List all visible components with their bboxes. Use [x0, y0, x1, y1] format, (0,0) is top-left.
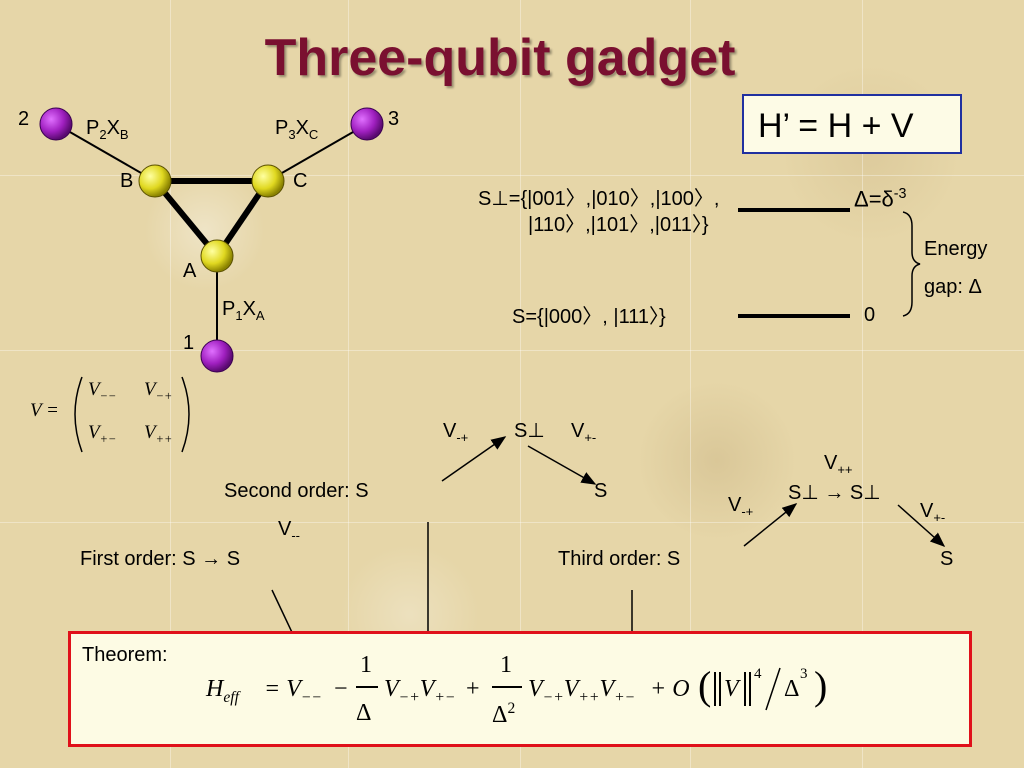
- theorem-box: [68, 631, 972, 747]
- third-order-label: Third order: S: [558, 548, 681, 570]
- tile-divider: [862, 0, 863, 768]
- frac2-numerator: 1: [500, 652, 512, 678]
- qubit-1-label: 1: [183, 332, 195, 354]
- matrix-entry: V++: [144, 422, 173, 446]
- plus-sign: +: [466, 676, 480, 702]
- big-o-open-paren: (: [698, 663, 712, 708]
- zero-energy-label: 0: [864, 304, 876, 326]
- second-order-mid: S⊥: [514, 420, 545, 442]
- tile-divider: [0, 522, 1024, 523]
- hamiltonian-box: H’ = H + V: [742, 94, 962, 154]
- second-order-v-minus-plus: V-+: [443, 420, 469, 445]
- first-order-v: V--: [278, 518, 301, 543]
- second-order-down-arrow: [527, 445, 597, 485]
- qubit-1-node: [200, 339, 234, 373]
- matrix-entry: V−+: [144, 379, 173, 403]
- minus-sign: −: [334, 676, 348, 702]
- ancilla-b-node: [138, 164, 172, 198]
- node-b-label: B: [120, 170, 134, 192]
- edge-2-b: [55, 123, 156, 182]
- norm-v: V: [724, 676, 739, 702]
- qubit-2-label: 2: [18, 108, 30, 130]
- big-o-close-paren: ): [814, 663, 828, 708]
- tile-divider: [0, 350, 1024, 351]
- matrix-entry: V−−: [88, 379, 117, 403]
- norm-exponent: 4: [754, 666, 762, 682]
- big-o-term: + O: [650, 676, 690, 702]
- norm-bar-right: [749, 672, 751, 706]
- energy-gap-label: gap: Δ: [924, 276, 982, 298]
- frac1-bar: [356, 686, 378, 688]
- slide-title: Three-qubit gadget: [264, 29, 736, 87]
- norm-bar-right: [744, 672, 746, 706]
- third-order-up-arrow: [743, 503, 798, 547]
- delta-label: Δ=δ-3: [854, 186, 907, 212]
- delta-exponent: 3: [800, 666, 808, 682]
- frac2-denominator: Δ2: [492, 700, 516, 728]
- edge-label-p2xb: P2XB: [86, 117, 129, 142]
- node-c-label: C: [293, 170, 308, 192]
- qubit-2-node: [39, 107, 73, 141]
- third-order-down-arrow: [897, 504, 946, 547]
- frac1-numerator: 1: [360, 652, 372, 678]
- tile-divider: [170, 0, 171, 768]
- third-order-v-plus-minus: V+-: [920, 500, 946, 525]
- second-order-end: S: [594, 480, 608, 502]
- ancilla-a-node: [200, 239, 234, 273]
- ancilla-c-node: [251, 164, 285, 198]
- edge-3-c: [267, 123, 368, 182]
- third-order-v-plus-plus: V++: [824, 452, 853, 477]
- tile-divider: [348, 0, 349, 768]
- matrix-right-paren: [181, 376, 190, 453]
- second-order-term: V−+V+−: [384, 676, 456, 706]
- matrix-left-paren: [74, 376, 83, 453]
- norm-bar-left: [714, 672, 716, 706]
- energy-gap-label: Energy: [924, 238, 988, 260]
- second-order-v-plus-minus: V+-: [571, 420, 597, 445]
- energy-gap-brace: [902, 211, 921, 317]
- theorem-label: Theorem:: [82, 644, 168, 666]
- node-a-label: A: [183, 260, 197, 282]
- third-order-term: V−+V++V+−: [528, 676, 636, 706]
- second-order-label: Second order: S: [224, 480, 369, 502]
- frac1-denominator: Δ: [356, 700, 372, 726]
- delta-cubed: Δ: [784, 676, 800, 702]
- norm-bar-left: [719, 672, 721, 706]
- matrix-lhs: V =: [30, 400, 59, 421]
- third-order-mid: S⊥ → S⊥: [788, 482, 881, 504]
- second-order-up-arrow: [441, 436, 507, 482]
- v-minus-minus-term: = V−−: [264, 676, 322, 706]
- excited-subspace-line2: |110〉,|101〉,|011〉}: [528, 214, 709, 236]
- excited-subspace-line1: S⊥={|001〉,|010〉,|100〉,: [478, 188, 720, 210]
- ground-subspace-label: S={|000〉, |111〉}: [512, 306, 666, 328]
- qubit-3-label: 3: [388, 108, 400, 130]
- third-order-v-minus-plus: V-+: [728, 494, 754, 519]
- edge-label-p3xc: P3XC: [275, 117, 319, 142]
- matrix-entry: V+−: [88, 422, 117, 446]
- first-order-label: First order: S → S: [80, 548, 241, 570]
- heff-term: Heff: [206, 676, 239, 706]
- third-order-end: S: [940, 548, 954, 570]
- tile-divider: [690, 0, 691, 768]
- edge-label-p1xa: P1XA: [222, 298, 265, 323]
- tile-divider: [520, 0, 521, 768]
- frac2-bar: [492, 686, 522, 688]
- tile-divider: [0, 175, 1024, 176]
- qubit-3-node: [350, 107, 384, 141]
